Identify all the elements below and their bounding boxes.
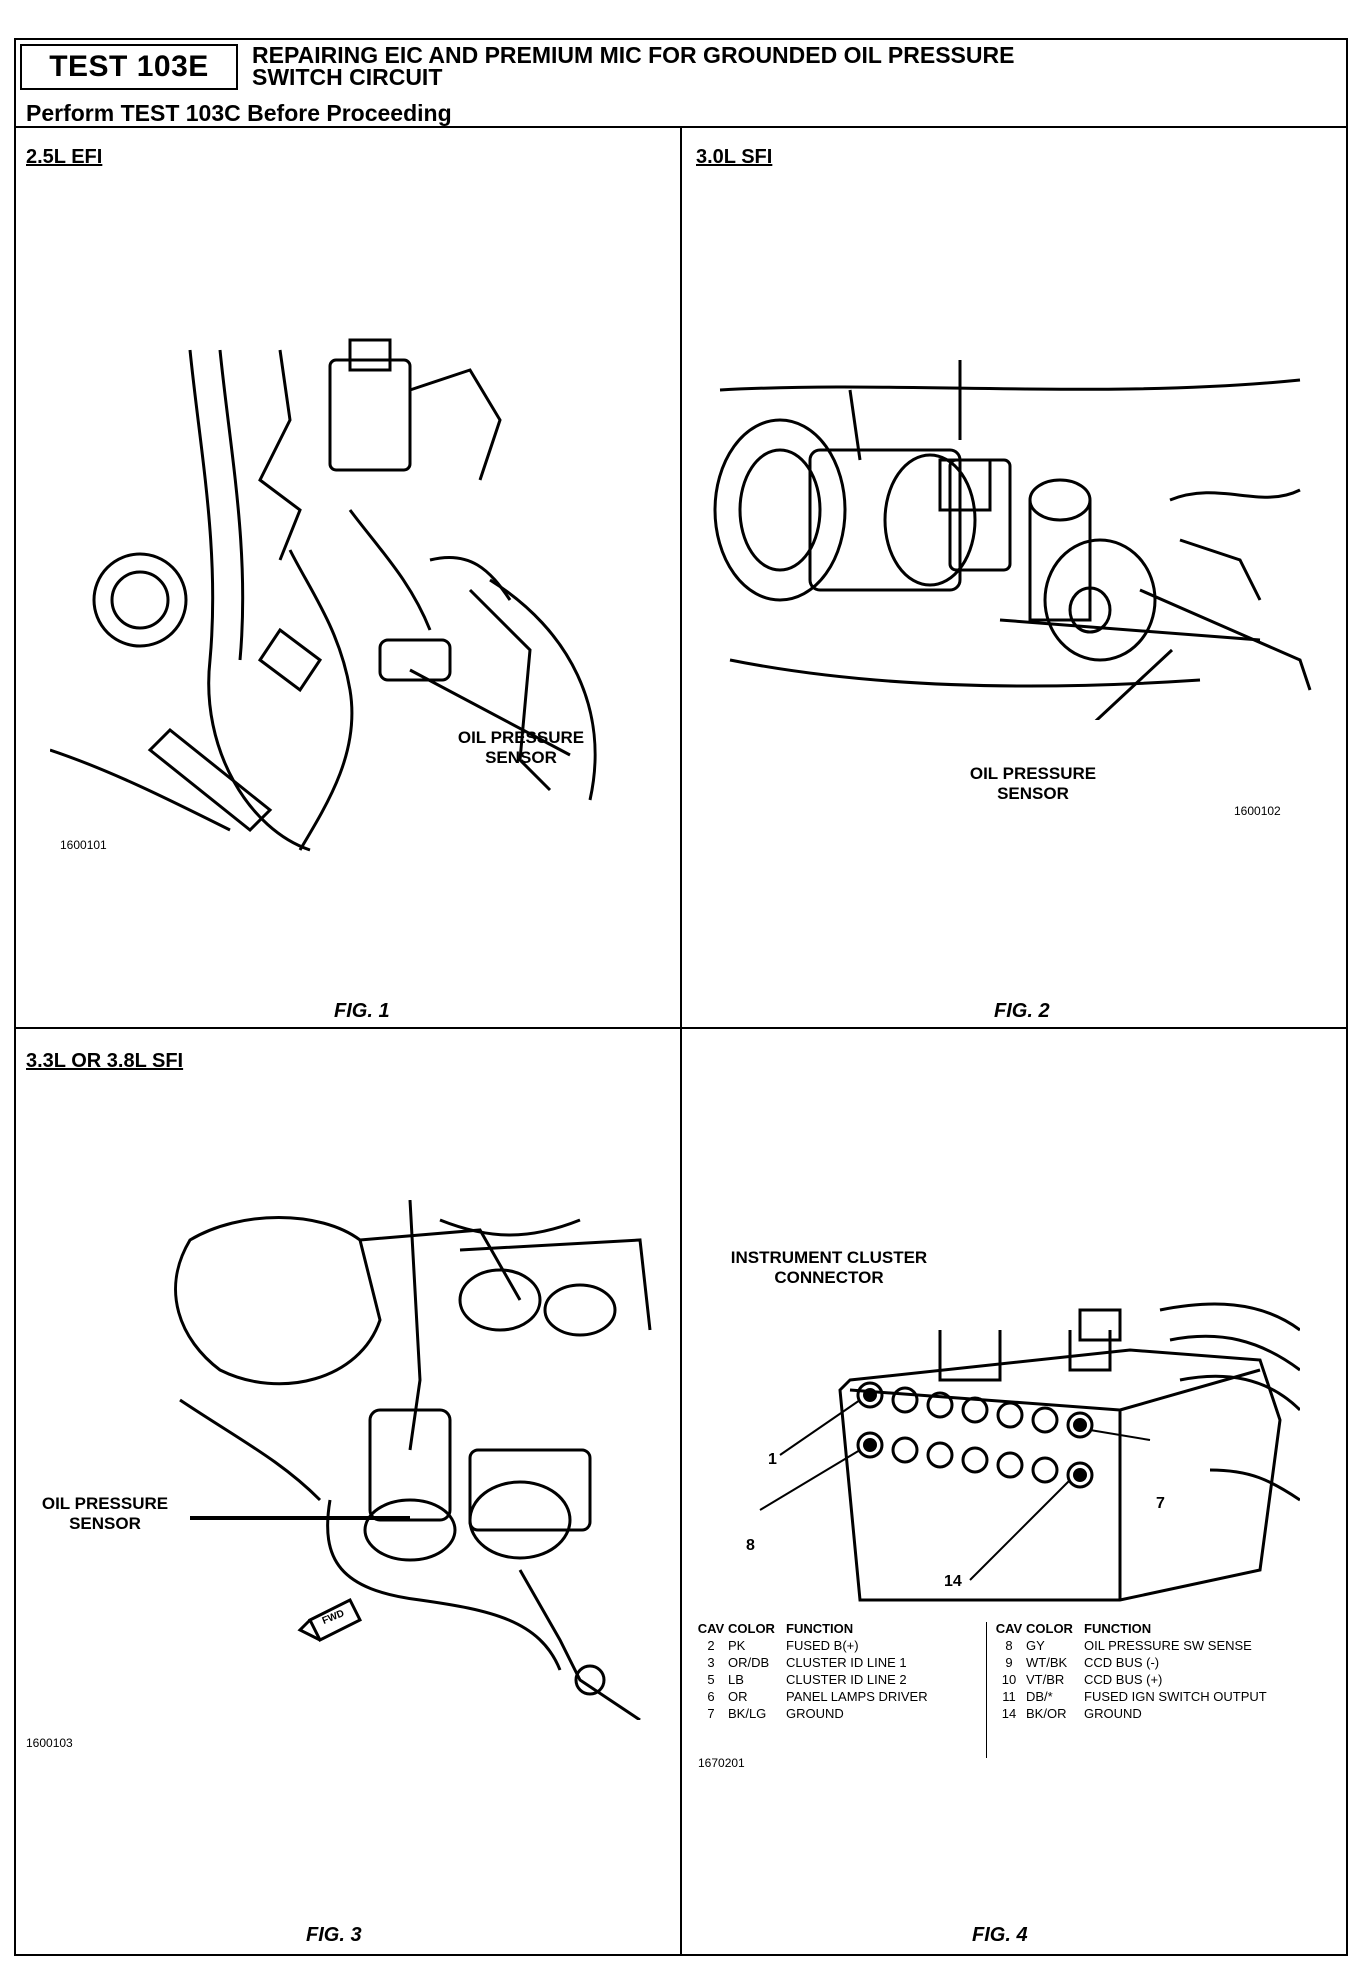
engine-illustration-fig1 bbox=[50, 338, 597, 852]
figure-code-fig4: 1670201 bbox=[698, 1756, 745, 1770]
engine-illustration-fig2 bbox=[713, 360, 1312, 720]
pin-label-1: 1 bbox=[768, 1451, 777, 1468]
col-cav: CAV bbox=[995, 1621, 1023, 1636]
pin-label-14: 14 bbox=[944, 1573, 962, 1590]
callout-line-1: OIL PRESSURE bbox=[457, 728, 585, 747]
oil-pressure-sensor-callout-fig3: OIL PRESSURE SENSOR bbox=[20, 1494, 190, 1534]
callout-line-2: SENSOR bbox=[997, 784, 1069, 803]
engine-illustration-fig3 bbox=[174, 1200, 652, 1720]
figure-caption-fig4: FIG. 4 bbox=[972, 1924, 1028, 1946]
divider-vertical bbox=[680, 128, 682, 1956]
col-cav: CAV bbox=[697, 1621, 725, 1636]
figure-code-fig3: 1600103 bbox=[26, 1736, 73, 1750]
callout-line-2: SENSOR bbox=[485, 748, 557, 767]
pin-label-8: 8 bbox=[746, 1537, 755, 1554]
panel-3-label: 3.3L OR 3.8L SFI bbox=[26, 1050, 184, 1072]
figure-code-fig1: 1600101 bbox=[60, 838, 107, 852]
test-id: TEST 103E bbox=[20, 44, 238, 90]
callout-line-2: SENSOR bbox=[69, 1514, 141, 1533]
col-color: COLOR bbox=[1026, 1621, 1073, 1636]
figure-caption-fig1: FIG. 1 bbox=[334, 1000, 390, 1022]
callout-line-1: INSTRUMENT CLUSTER bbox=[730, 1248, 928, 1267]
header bbox=[14, 38, 1348, 128]
pin-label-7: 7 bbox=[1156, 1495, 1165, 1512]
subtitle: Perform TEST 103C Before Proceeding bbox=[26, 100, 452, 126]
callout-line-1: OIL PRESSURE bbox=[41, 1494, 169, 1513]
page-title: REPAIRING EIC AND PREMIUM MIC FOR GROUND… bbox=[252, 42, 1332, 90]
callout-line-fig3 bbox=[190, 1516, 410, 1520]
panel-2-label: 3.0L SFI bbox=[696, 146, 773, 168]
col-color: COLOR bbox=[728, 1621, 775, 1636]
title-line-1: REPAIRING EIC AND PREMIUM MIC FOR GROUND… bbox=[252, 42, 1015, 68]
connector-illustration bbox=[759, 1302, 1300, 1602]
fwd-arrow-icon bbox=[297, 1597, 363, 1643]
col-function: FUNCTION bbox=[1084, 1621, 1152, 1636]
panel-1-label: 2.5L EFI bbox=[26, 146, 103, 168]
col-function: FUNCTION bbox=[786, 1621, 854, 1636]
title-line-2: SWITCH CIRCUIT bbox=[252, 64, 443, 90]
figure-caption-fig3: FIG. 3 bbox=[306, 1924, 362, 1946]
oil-pressure-sensor-callout-fig1: OIL PRESSURE SENSOR bbox=[426, 728, 616, 768]
instrument-cluster-connector-callout: INSTRUMENT CLUSTER CONNECTOR bbox=[706, 1248, 952, 1288]
table-divider bbox=[986, 1622, 987, 1758]
divider-horizontal bbox=[14, 1027, 1348, 1029]
table-header-row: CAV COLOR FUNCTION bbox=[992, 1620, 1270, 1637]
figure-code-fig2: 1600102 bbox=[1234, 804, 1281, 818]
figure-caption-fig2: FIG. 2 bbox=[994, 1000, 1050, 1022]
callout-line-1: OIL PRESSURE bbox=[969, 764, 1097, 783]
table-header-row: CAV COLOR FUNCTION bbox=[694, 1620, 972, 1637]
oil-pressure-sensor-callout-fig2: OIL PRESSURE SENSOR bbox=[948, 764, 1118, 804]
callout-line-2: CONNECTOR bbox=[774, 1268, 884, 1287]
